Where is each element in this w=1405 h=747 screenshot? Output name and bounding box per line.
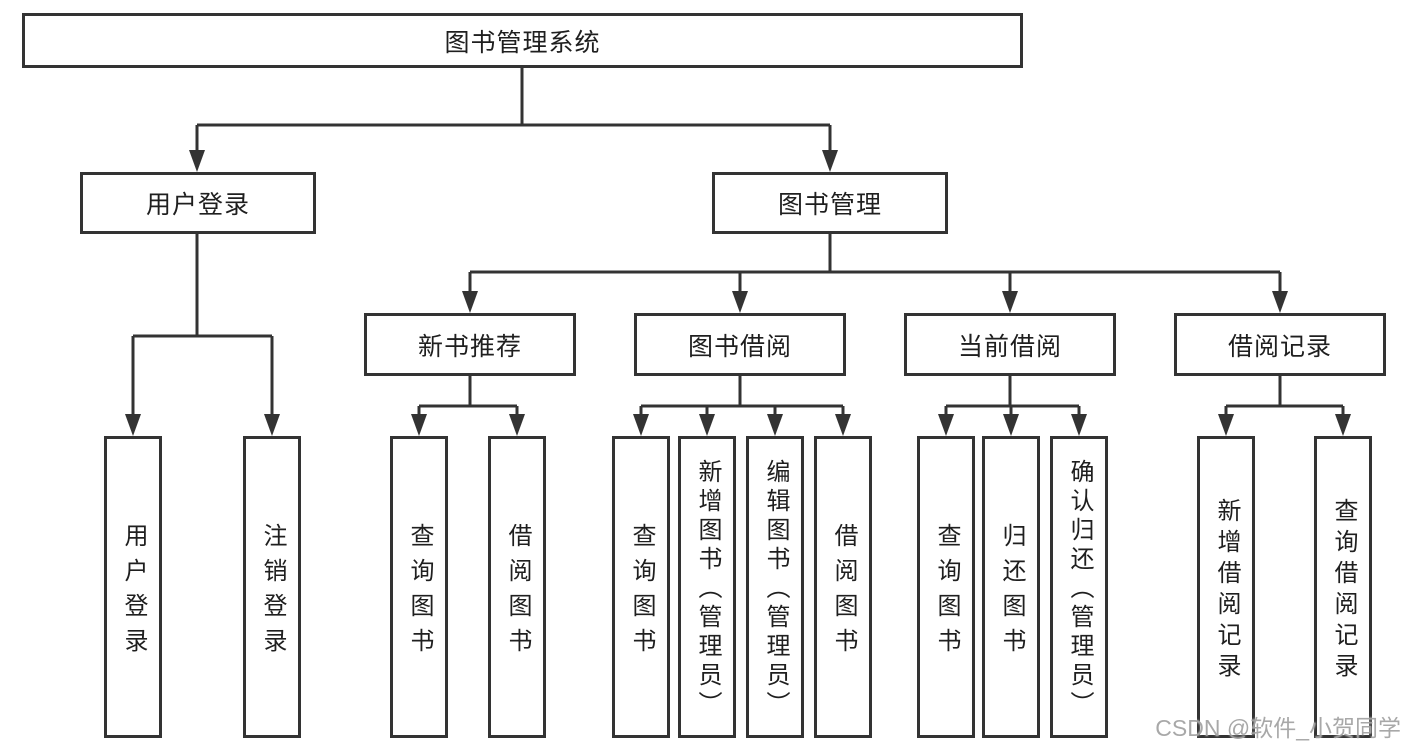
connector-root-to-level2 <box>195 68 832 152</box>
leaf-add-borrow-record: 新增借阅记录 <box>1197 436 1255 738</box>
arrowhead <box>633 414 649 436</box>
connector-new-book-rec-children <box>417 376 519 416</box>
node-current-borrowing: 当前借阅 <box>904 313 1116 376</box>
arrowhead <box>822 150 838 172</box>
leaf-logout: 注销登录 <box>243 436 301 738</box>
node-label: 当前借阅 <box>957 332 1062 361</box>
node-label: 图书借阅 <box>687 332 792 361</box>
node-label: 查询图书 <box>933 522 960 663</box>
arrowhead <box>835 414 851 436</box>
arrowhead <box>411 414 427 436</box>
arrowhead <box>1071 414 1087 436</box>
leaf-query-books-current: 查询图书 <box>917 436 975 738</box>
leaf-query-books-borrowing: 查询图书 <box>612 436 670 738</box>
node-user-login: 用户登录 <box>80 172 316 234</box>
connector-borrow-records-children <box>1224 376 1345 416</box>
arrowhead <box>1335 414 1351 436</box>
node-new-book-recommendation: 新书推荐 <box>364 313 576 376</box>
node-book-management: 图书管理 <box>712 172 948 234</box>
connector-current-borrow-children <box>944 376 1081 416</box>
leaf-borrow-books-recommendation: 借阅图书 <box>488 436 546 738</box>
node-label: 确认归还（管理员） <box>1066 459 1093 720</box>
node-label: 新书推荐 <box>417 332 522 361</box>
arrowhead <box>462 291 478 313</box>
node-label: 编辑图书（管理员） <box>762 459 789 720</box>
node-label: 查询借阅记录 <box>1330 497 1357 684</box>
arrowhead <box>264 414 280 436</box>
connector-user-login-children <box>131 234 274 416</box>
connector-book-borrow-children <box>639 376 845 416</box>
leaf-borrow-books: 借阅图书 <box>814 436 872 738</box>
arrowhead <box>1272 291 1288 313</box>
arrowhead <box>767 414 783 436</box>
node-label: 用户登录 <box>120 522 147 663</box>
node-library-management-system: 图书管理系统 <box>22 13 1023 68</box>
arrowhead <box>1002 291 1018 313</box>
node-label: 新增图书（管理员） <box>694 459 721 720</box>
node-book-borrowing: 图书借阅 <box>634 313 846 376</box>
node-label: 归还图书 <box>998 522 1025 663</box>
node-borrowing-records: 借阅记录 <box>1174 313 1386 376</box>
node-label: 图书管理 <box>777 191 882 219</box>
node-label: 查询图书 <box>406 522 433 663</box>
node-label: 新增借阅记录 <box>1213 497 1240 684</box>
connector-book-mgmt-children <box>468 232 1282 293</box>
arrowhead <box>189 150 205 172</box>
leaf-query-books-recommendation: 查询图书 <box>390 436 448 738</box>
node-label: 查询图书 <box>628 522 655 663</box>
arrowhead <box>125 414 141 436</box>
node-label: 用户登录 <box>145 191 250 219</box>
node-label: 借阅记录 <box>1227 332 1332 361</box>
node-label: 借阅图书 <box>504 522 531 663</box>
arrowhead <box>732 291 748 313</box>
leaf-confirm-return-admin: 确认归还（管理员） <box>1050 436 1108 738</box>
leaf-add-books-admin: 新增图书（管理员） <box>678 436 736 738</box>
arrowhead <box>938 414 954 436</box>
arrowhead <box>1218 414 1234 436</box>
node-label: 注销登录 <box>259 522 286 663</box>
leaf-user-login: 用户登录 <box>104 436 162 738</box>
arrowhead <box>699 414 715 436</box>
leaf-return-books: 归还图书 <box>982 436 1040 738</box>
leaf-query-borrow-record: 查询借阅记录 <box>1314 436 1372 738</box>
arrowhead <box>1003 414 1019 436</box>
arrowhead <box>509 414 525 436</box>
node-label: 借阅图书 <box>830 522 857 663</box>
csdn-watermark: CSDN @软件_小贺同学 <box>1155 715 1401 741</box>
leaf-edit-books-admin: 编辑图书（管理员） <box>746 436 804 738</box>
arrowheads <box>125 150 1351 436</box>
node-label: 图书管理系统 <box>444 28 601 57</box>
